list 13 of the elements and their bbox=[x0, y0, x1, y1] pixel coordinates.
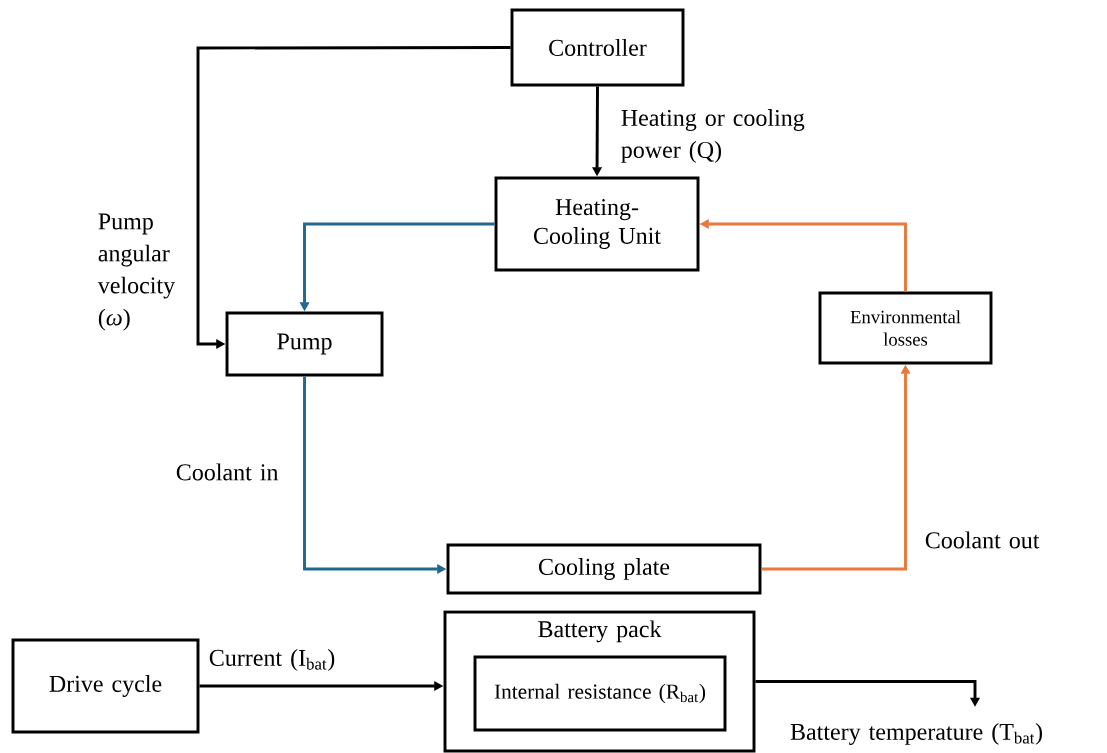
block-box: Internal resistance (R$_{bat}$) bbox=[473, 655, 727, 732]
edge-label: Pump angular velocity (ω) bbox=[97, 213, 176, 331]
block-box: Controller bbox=[510, 8, 685, 87]
edge-label: Coolant out bbox=[925, 531, 1040, 549]
edge-label: Battery temperature (T$_{bat}$) bbox=[790, 723, 1042, 745]
block-box: Pump bbox=[225, 311, 384, 377]
edge-label: Coolant in bbox=[176, 463, 279, 481]
edge-label: Heating or cooling power (Q) bbox=[621, 109, 805, 163]
block-box: Heating-Cooling Unit bbox=[494, 176, 700, 272]
block-box: Drive cycle bbox=[11, 638, 200, 734]
block-box: Environmental losses bbox=[818, 291, 993, 365]
edge-label: Current (I$_{bat}$) bbox=[209, 649, 335, 671]
block-box: Cooling plate bbox=[446, 543, 762, 595]
